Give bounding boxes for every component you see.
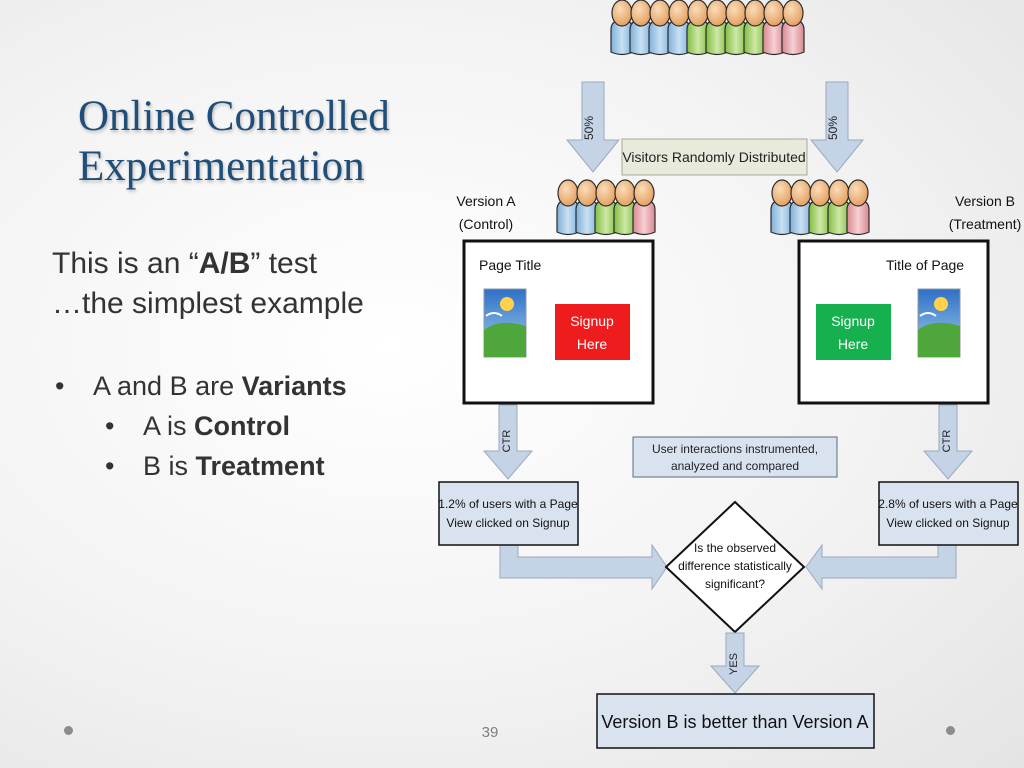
person-icon — [770, 179, 794, 236]
person-icon — [632, 179, 656, 236]
bullet-dot: • — [55, 371, 65, 401]
bullet-item: • A and B are Variants — [55, 366, 347, 406]
result-a-line-2: View clicked on Signup — [446, 516, 570, 530]
decision-line-3: significant? — [705, 577, 765, 591]
image-icon — [917, 288, 961, 358]
visitor-crowd-icon — [610, 0, 805, 56]
ctr-arrow-left: CTR — [482, 404, 534, 480]
version-a-sublabel: (Control) — [459, 216, 513, 232]
person-icon — [594, 179, 618, 236]
person-icon — [613, 179, 637, 236]
bullet-item: • A is Control — [55, 406, 347, 446]
result-b-line-2: View clicked on Signup — [886, 516, 1010, 530]
result-box-a: 1.2% of users with a Page View clicked o… — [438, 481, 579, 546]
yes-label: YES — [728, 653, 740, 675]
person-icon — [648, 0, 672, 56]
intro-text: This is an “A/B” test …the simplest exam… — [52, 244, 364, 324]
corner-dot-left — [64, 726, 73, 735]
page-a-title: Page Title — [479, 257, 541, 273]
merge-arrow-right — [805, 543, 957, 591]
merge-arrow-left — [499, 543, 668, 591]
intro-ab: A/B — [198, 247, 251, 280]
ctr-label-right: CTR — [941, 430, 953, 453]
person-icon — [789, 179, 813, 236]
person-icon — [575, 179, 599, 236]
bullet-bold: Treatment — [195, 451, 325, 481]
result-box-b: 2.8% of users with a Page View clicked o… — [878, 481, 1019, 546]
slide-title: Online Controlled Experimentation — [78, 92, 458, 192]
image-icon — [483, 288, 527, 358]
decision-line-2: difference statistically — [678, 559, 792, 573]
decision-line-1: Is the observed — [694, 541, 776, 555]
person-icon — [846, 179, 870, 236]
person-icon — [827, 179, 851, 236]
control-group-crowd-icon — [556, 179, 656, 236]
result-a-line-1: 1.2% of users with a Page — [438, 497, 578, 511]
person-icon — [762, 0, 786, 56]
intro-suffix: ” test — [250, 247, 318, 280]
instrumentation-note: User interactions instrumented, analyzed… — [632, 436, 838, 478]
right-split-arrow: 50% — [809, 81, 865, 173]
person-icon — [808, 179, 832, 236]
distribution-label: Visitors Randomly Distributed — [622, 149, 805, 165]
page-number: 39 — [481, 724, 499, 741]
instrument-line-1: User interactions instrumented, — [652, 442, 818, 456]
page-b-title: Title of Page — [886, 257, 964, 273]
bullet-text: B is — [143, 451, 196, 481]
version-b-sublabel: (Treatment) — [949, 216, 1022, 232]
title-line-2: Experimentation — [78, 143, 365, 190]
version-a-label: Version A — [456, 193, 516, 209]
bullet-bold: Variants — [241, 371, 347, 401]
title-line-1: Online Controlled — [78, 93, 390, 140]
signup-button-red — [555, 304, 630, 360]
person-icon — [743, 0, 767, 56]
signup-b-line-2: Here — [838, 336, 869, 352]
person-icon — [724, 0, 748, 56]
conclusion-label: Version B is better than Version A — [601, 712, 868, 732]
page-b-mockup: Title of Page Signup Here — [797, 239, 990, 405]
treatment-group-crowd-icon — [770, 179, 870, 236]
bullet-bold: Control — [194, 411, 291, 441]
person-icon — [686, 0, 710, 56]
distribution-box: Visitors Randomly Distributed — [621, 138, 808, 176]
yes-arrow: YES — [709, 632, 761, 694]
decision-diamond: Is the observed difference statistically… — [664, 500, 806, 634]
result-b-line-1: 2.8% of users with a Page — [878, 497, 1018, 511]
right-split-label: 50% — [826, 116, 840, 140]
page-a-mockup: Page Title Signup Here — [462, 239, 655, 405]
instrument-line-2: analyzed and compared — [671, 459, 799, 473]
signup-b-line-1: Signup — [831, 313, 875, 329]
left-split-label: 50% — [582, 116, 596, 140]
intro-prefix: This is an “ — [52, 247, 199, 280]
version-b-label: Version B — [955, 193, 1015, 209]
corner-dot-right — [946, 726, 955, 735]
bullet-dot: • — [105, 411, 115, 441]
conclusion-box: Version B is better than Version A — [596, 693, 875, 749]
ctr-label-left: CTR — [501, 430, 513, 453]
signup-button-green — [816, 304, 891, 360]
person-icon — [705, 0, 729, 56]
bullet-text: A is — [143, 411, 195, 441]
signup-a-line-2: Here — [577, 336, 608, 352]
bullet-text: A and B are — [93, 371, 242, 401]
bullet-item: • B is Treatment — [55, 446, 347, 486]
left-split-arrow: 50% — [565, 81, 621, 173]
intro-line-2: …the simplest example — [52, 287, 364, 320]
bullet-dot: • — [105, 451, 115, 481]
signup-a-line-1: Signup — [570, 313, 614, 329]
ctr-arrow-right: CTR — [922, 404, 974, 480]
person-icon — [610, 0, 634, 56]
person-icon — [556, 179, 580, 236]
person-icon — [781, 0, 805, 56]
person-icon — [629, 0, 653, 56]
bullet-list: • A and B are Variants • A is Control • B i… — [55, 366, 347, 486]
intro-line-1: This is an “A/B” test — [52, 244, 364, 284]
